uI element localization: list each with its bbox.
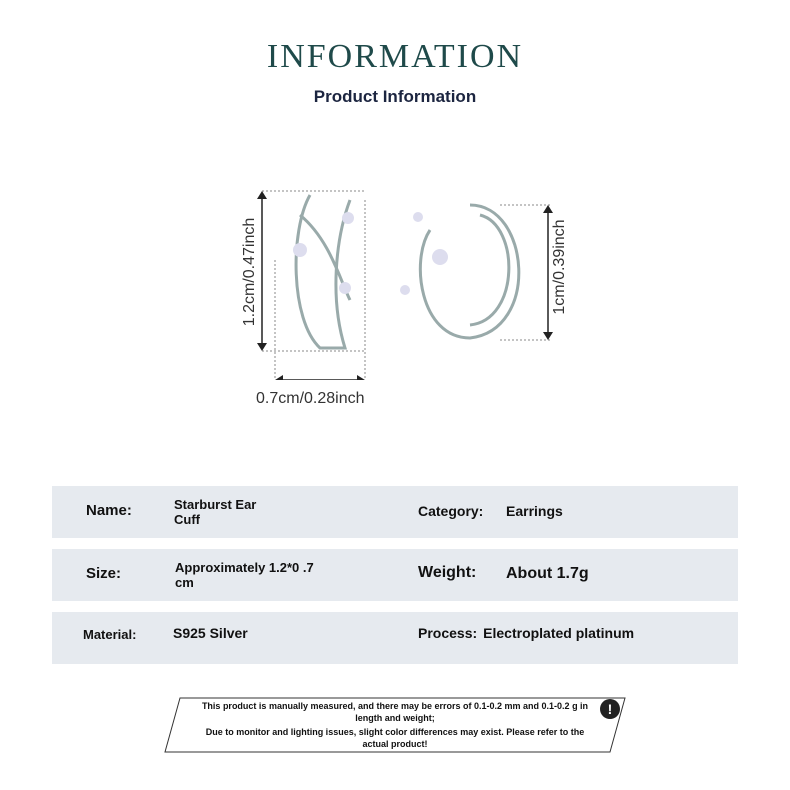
process-label: Process: <box>418 625 478 641</box>
category-label: Category: <box>418 503 484 519</box>
material-label: Material: <box>83 627 137 642</box>
process-field: Process: Electroplated platinum <box>418 626 634 641</box>
weight-value: About 1.7g <box>506 565 589 582</box>
page-subtitle: Product Information <box>313 87 477 106</box>
width-dimension: 0.7cm/0.28inch <box>256 390 365 407</box>
name-value: Starburst Ear Cuff <box>174 497 257 527</box>
spec-row-name: Name: Starburst Ear Cuff Category: Earri… <box>52 486 738 538</box>
spec-row-material: Material: S925 Silver Process: Electropl… <box>52 612 738 664</box>
exclamation-icon: ! <box>600 699 620 719</box>
height-dimension-left: 1.2cm/0.47inch <box>241 217 258 327</box>
process-value: Electroplated platinum <box>483 625 635 641</box>
spec-row-size: Size: Approximately 1.2*0 .7 cm Weight: … <box>52 549 738 601</box>
notice-line-1: This product is manually measured, and t… <box>201 701 589 723</box>
material-value: S925 Silver <box>173 625 248 641</box>
name-label: Name: <box>86 502 132 519</box>
weight-label: Weight: <box>418 564 477 581</box>
height-dimension-right: 1cm/0.39inch <box>551 219 568 315</box>
size-label: Size: <box>86 565 122 582</box>
size-value: Approximately 1.2*0 .7 cm <box>175 560 314 590</box>
category-value: Earrings <box>506 503 563 519</box>
page-title: INFORMATION <box>266 38 524 75</box>
earring-illustration <box>257 190 553 380</box>
notice-frame <box>164 697 626 753</box>
notice-line-2: Due to monitor and lighting issues, slig… <box>205 727 585 749</box>
